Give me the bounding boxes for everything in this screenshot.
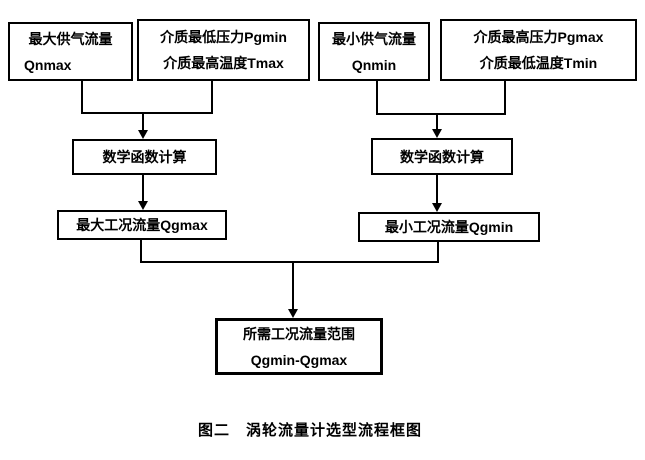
node-max-operating-flow: 最大工况流量Qgmax	[57, 210, 227, 240]
node-label: Qgmin-Qgmax	[250, 351, 348, 368]
node-label: 介质最高温度Tmax	[163, 55, 284, 71]
node-label: 最小工况流量Qgmin	[384, 219, 514, 235]
connector-line	[81, 81, 83, 114]
connector-line	[140, 261, 439, 263]
figure-caption: 图二 涡轮流量计选型流程框图	[197, 422, 422, 439]
connector-line	[81, 112, 213, 114]
node-label: 所需工况流量范围	[243, 325, 355, 342]
connector-line	[437, 242, 439, 263]
node-max-pressure-min-temp: 介质最高压力Pgmax 介质最低温度Tmin	[440, 19, 637, 81]
node-min-supply-flow: 最小供气流量 Qnmin	[318, 22, 430, 81]
node-min-operating-flow: 最小工况流量Qgmin	[358, 212, 540, 242]
node-math-function-calc-left: 数学函数计算	[72, 139, 217, 175]
arrow-down-icon	[432, 203, 442, 212]
node-label: 介质最低温度Tmin	[479, 55, 598, 71]
node-label: 最大供气流量	[28, 30, 113, 47]
connector-line	[436, 175, 438, 204]
connector-line	[504, 81, 506, 115]
connector-line	[142, 175, 144, 202]
node-required-flow-range: 所需工况流量范围 Qgmin-Qgmax	[215, 318, 383, 375]
node-min-pressure-max-temp: 介质最低压力Pgmin 介质最高温度Tmax	[137, 19, 310, 81]
node-label: 数学函数计算	[102, 149, 187, 165]
connector-line	[376, 113, 506, 115]
connector-line	[292, 261, 294, 310]
arrow-down-icon	[432, 129, 442, 138]
node-label: 数学函数计算	[400, 148, 484, 165]
connector-line	[142, 112, 144, 132]
node-label: 介质最高压力Pgmax	[473, 29, 604, 45]
node-label: 最小供气流量	[332, 30, 416, 47]
connector-line	[140, 240, 142, 263]
arrow-down-icon	[138, 201, 148, 210]
node-label: Qnmax	[24, 56, 72, 73]
connector-line	[211, 81, 213, 114]
node-label: Qnmin	[351, 56, 397, 73]
node-math-function-calc-right: 数学函数计算	[371, 138, 513, 175]
arrow-down-icon	[288, 309, 298, 318]
node-label: 介质最低压力Pgmin	[160, 29, 287, 45]
node-label: 最大工况流量Qgmax	[76, 217, 208, 233]
connector-line	[436, 113, 438, 131]
connector-line	[376, 81, 378, 115]
arrow-down-icon	[138, 130, 148, 139]
node-max-supply-flow: 最大供气流量 Qnmax	[8, 22, 133, 81]
